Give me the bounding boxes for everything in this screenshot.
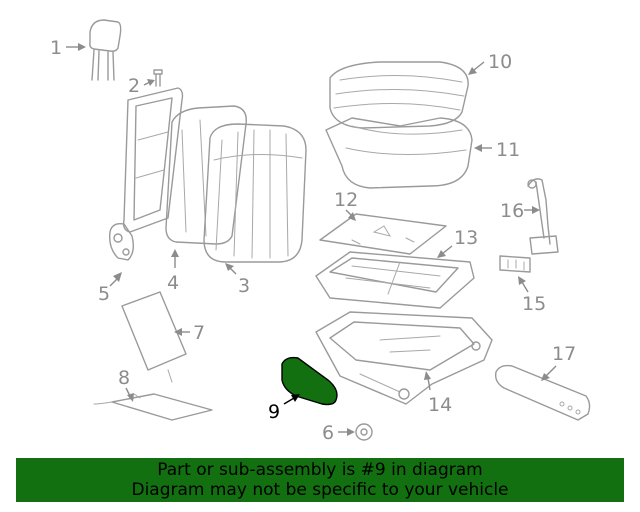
part-17-side-shield	[494, 364, 591, 421]
callout-3-label: 3	[238, 275, 250, 297]
part-5-seatback-frame	[108, 87, 184, 261]
callout-7: 7	[174, 322, 205, 344]
callout-8-label: 8	[118, 367, 130, 389]
part-11-cushion-pad	[325, 117, 473, 189]
callout-17: 17	[541, 343, 576, 381]
part-6-nut	[355, 423, 373, 441]
callout-14-label: 14	[428, 394, 452, 416]
callout-2-label: 2	[128, 75, 140, 97]
banner-line-2: Diagram may not be specific to your vehi…	[131, 480, 509, 500]
info-banner: Part or sub-assembly is #9 in diagram Di…	[16, 458, 624, 502]
callout-13-label: 13	[454, 227, 478, 249]
callout-10: 10	[468, 51, 512, 75]
callout-11-label: 11	[496, 139, 520, 161]
callout-16: 16	[500, 200, 540, 222]
callout-1-label: 1	[50, 37, 62, 59]
callout-12-label: 12	[334, 189, 358, 211]
seat-parts-diagram: 1 2 5 4 3	[50, 19, 591, 444]
part-4-seatback-pad	[165, 105, 247, 245]
part-9-side-trim-panel	[281, 356, 338, 406]
callout-7-label: 7	[193, 322, 205, 344]
callout-13: 13	[437, 227, 478, 258]
part-14-seat-adjuster	[315, 311, 493, 405]
callout-12: 12	[334, 189, 358, 221]
part-2-bolt	[153, 69, 163, 87]
callout-14: 14	[424, 371, 452, 416]
part-13-seat-frame	[315, 251, 475, 309]
part-8-seat-mat	[93, 393, 213, 421]
callout-6-label: 6	[322, 422, 334, 444]
callout-4: 4	[167, 249, 179, 294]
part-16-wire-harness	[527, 178, 559, 255]
part-10-cushion-cover	[329, 61, 469, 129]
part-15-switch	[499, 255, 531, 273]
callout-2: 2	[128, 75, 155, 97]
part-12-cushion-plate	[319, 213, 447, 255]
part-1-headrest	[89, 19, 122, 81]
callout-4-label: 4	[167, 272, 179, 294]
callout-16-label: 16	[500, 200, 524, 222]
callout-8: 8	[118, 367, 134, 402]
callout-5: 5	[98, 272, 122, 305]
callout-6: 6	[322, 422, 355, 444]
callout-5-label: 5	[98, 283, 110, 305]
part-7-back-panel	[121, 291, 187, 383]
callout-1: 1	[50, 37, 86, 59]
callout-17-label: 17	[552, 343, 576, 365]
callout-15: 15	[518, 276, 546, 315]
callout-9: 9	[268, 394, 300, 423]
callout-11: 11	[474, 139, 520, 161]
callout-10-label: 10	[488, 51, 512, 73]
banner-line-1: Part or sub-assembly is #9 in diagram	[157, 460, 483, 480]
callout-9-label: 9	[268, 401, 280, 423]
callout-3: 3	[225, 263, 250, 297]
callout-15-label: 15	[522, 293, 546, 315]
part-3-seatback-cover	[203, 123, 307, 263]
